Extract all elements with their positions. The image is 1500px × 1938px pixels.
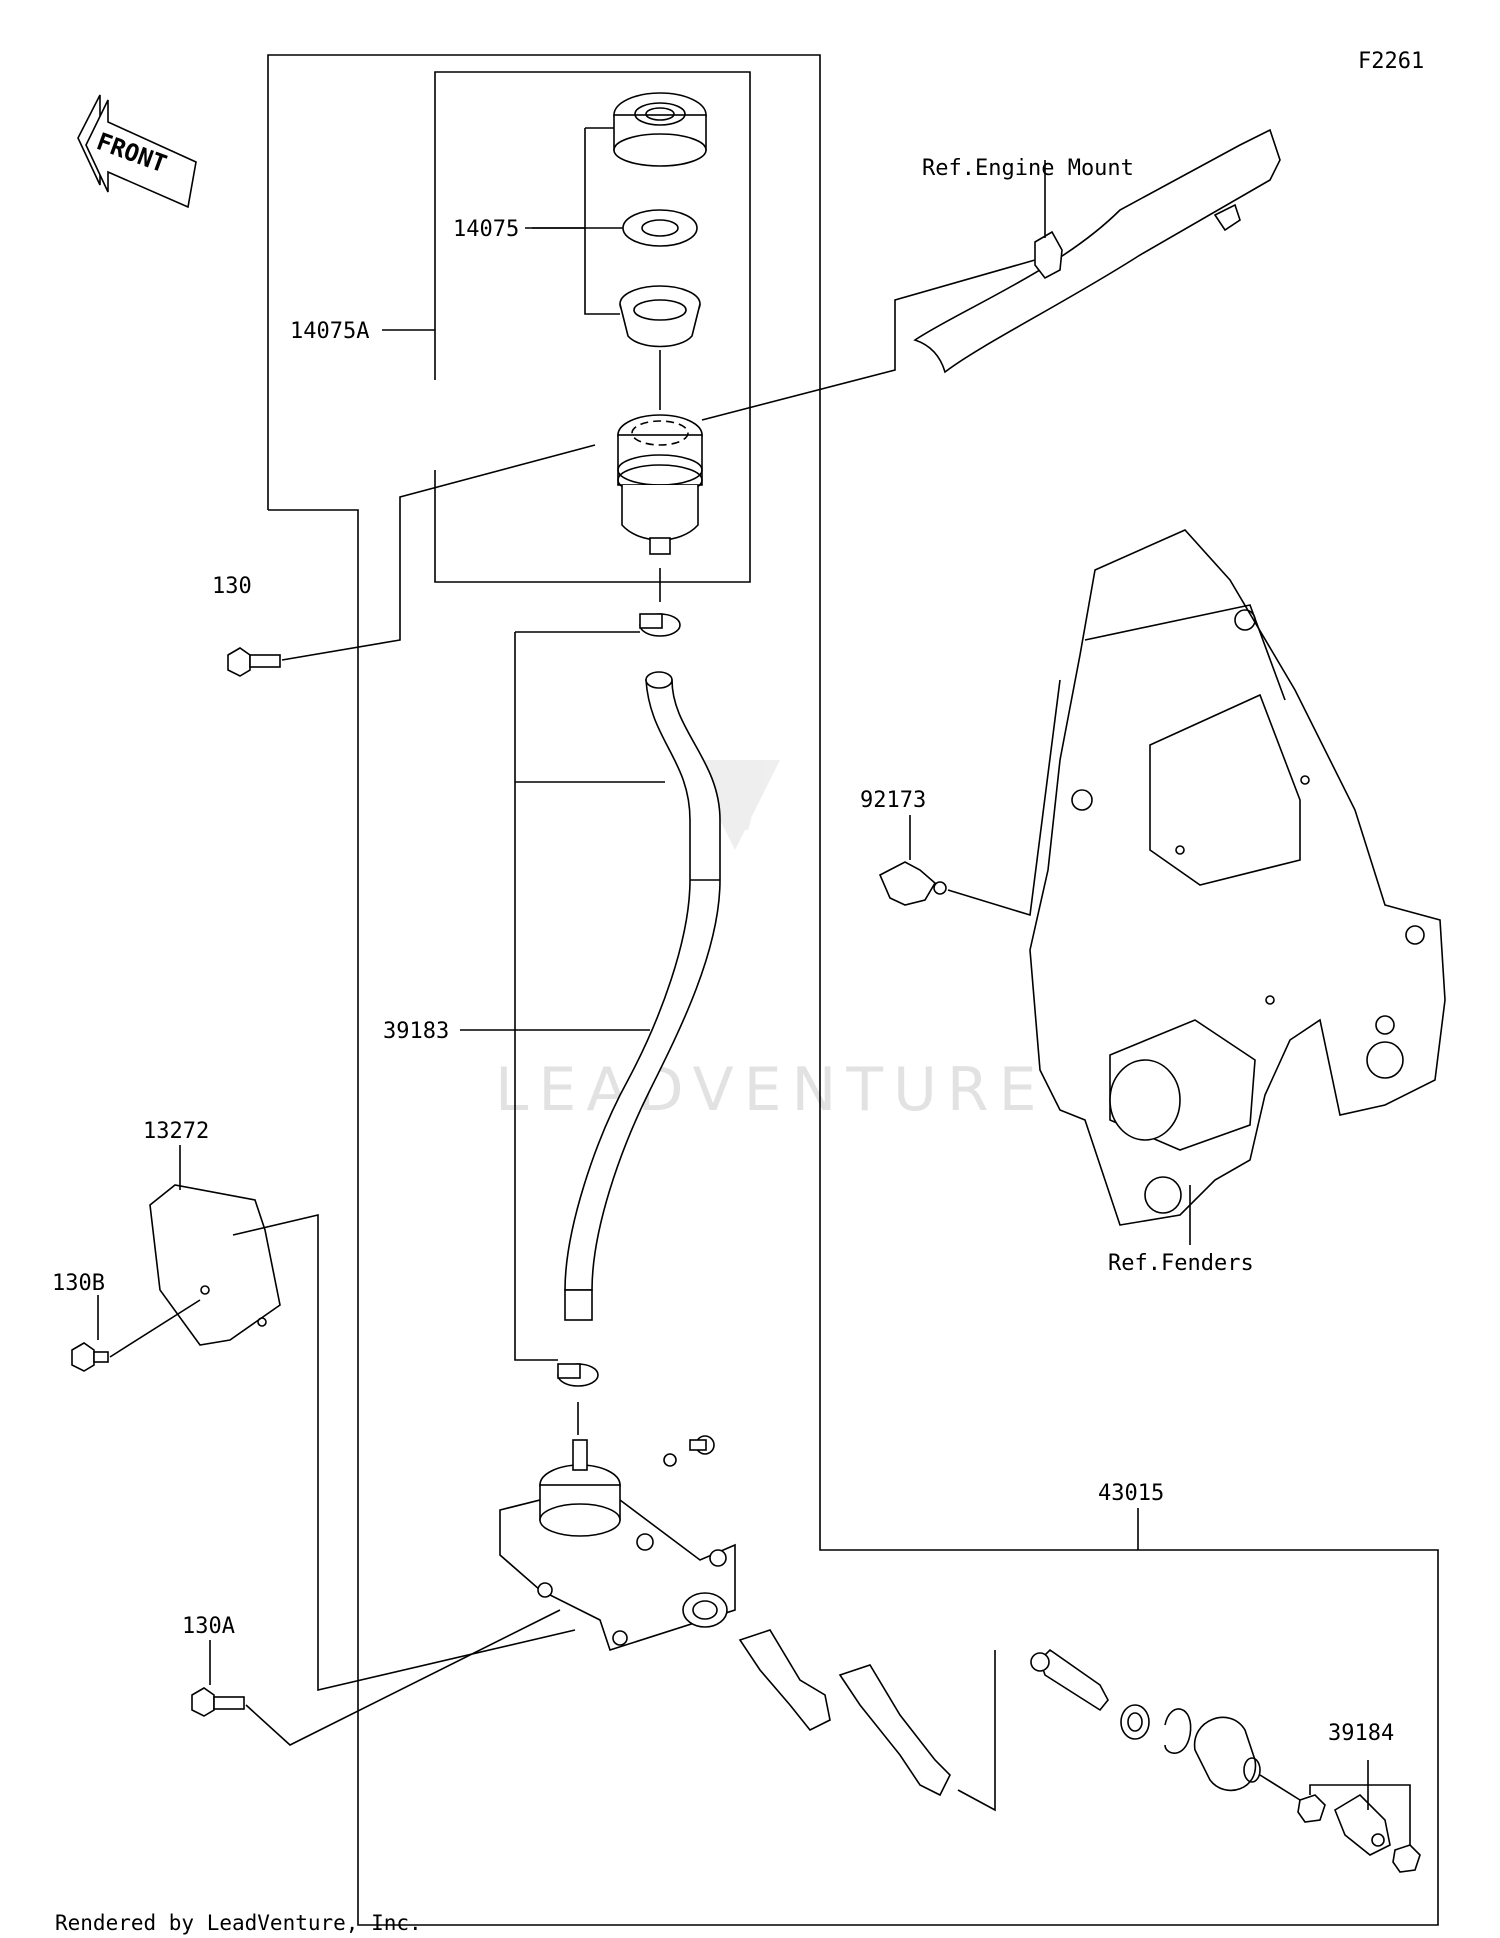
hose-clamp-lower — [557, 1363, 599, 1387]
engine-mount-reference — [913, 128, 1281, 374]
clevis-nut — [1392, 1844, 1421, 1873]
front-arrow-icon: FRONT — [77, 94, 197, 209]
hose-clamp-upper — [639, 613, 681, 637]
snap-ring — [1164, 1708, 1192, 1754]
callout-13272: 13272 — [143, 1119, 209, 1144]
reservoir-diaphragm — [619, 285, 701, 348]
assembly-brackets — [267, 54, 1439, 1926]
reservoir-cap — [613, 92, 707, 167]
dust-boot — [1193, 1716, 1261, 1792]
fenders-reference — [1029, 529, 1446, 1226]
ref-engine-mount-label: Ref.Engine Mount — [922, 156, 1134, 181]
push-rod — [1030, 1648, 1109, 1712]
callout-130a: 130A — [182, 1614, 235, 1639]
diagram-code: F2261 — [1358, 49, 1424, 74]
bolt-130b — [71, 1342, 109, 1372]
callout-39184: 39184 — [1328, 1721, 1394, 1746]
callout-39183: 39183 — [383, 1019, 449, 1044]
clutch-master-cylinder — [499, 1439, 736, 1652]
clevis — [1334, 1793, 1391, 1856]
lock-nut — [1297, 1794, 1326, 1823]
bolt-130a — [191, 1687, 245, 1717]
ref-fenders-label: Ref.Fenders — [1108, 1251, 1254, 1276]
diaphragm-plate — [622, 209, 698, 247]
callout-14075a: 14075A — [290, 319, 369, 344]
callout-130b: 130B — [52, 1271, 105, 1296]
bleeder-bolt — [663, 1435, 715, 1467]
callout-130: 130 — [212, 574, 252, 599]
reservoir-hose — [564, 671, 721, 1321]
watermark-text: LEADVENTURE — [495, 1055, 1047, 1125]
piston-assembly — [738, 1629, 951, 1797]
callout-14075: 14075 — [453, 217, 519, 242]
bolt-130 — [227, 647, 281, 677]
guard-bracket — [149, 1184, 281, 1346]
washer — [1120, 1704, 1150, 1740]
callout-43015: 43015 — [1098, 1481, 1164, 1506]
fluid-reservoir — [617, 414, 703, 555]
clamp-92173 — [878, 861, 947, 906]
callout-92173: 92173 — [860, 788, 926, 813]
footer-credit: Rendered by LeadVenture, Inc. — [55, 1911, 422, 1935]
